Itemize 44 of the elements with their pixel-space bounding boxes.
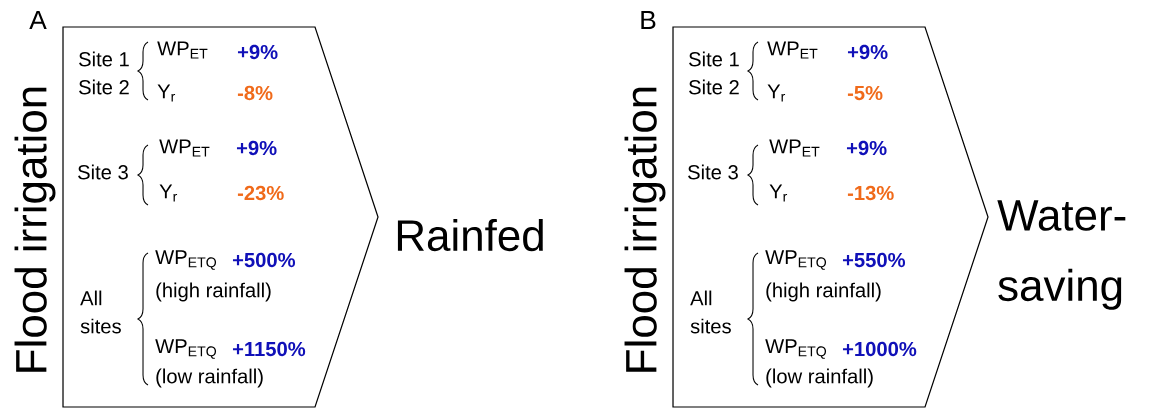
label: Y$_{r}$ bbox=[157, 84, 176, 102]
label: WP$_{ETQ}$ bbox=[765, 250, 827, 270]
label: Site 1 bbox=[689, 51, 739, 67]
label: Site 1 bbox=[79, 51, 129, 67]
label: Y$_{r}$ bbox=[159, 184, 178, 202]
value-label: +9% bbox=[237, 44, 278, 60]
outcome-text: Rainfed bbox=[397, 218, 543, 252]
panel-letter: B bbox=[641, 10, 656, 30]
label: WP$_{ET}$ bbox=[767, 41, 818, 59]
value-label: +9% bbox=[846, 140, 887, 156]
label: Site 3 bbox=[78, 164, 128, 180]
value-label: -13% bbox=[847, 185, 894, 201]
rotated-heading: Flood irrigation bbox=[624, 87, 666, 372]
label: (high rainfall) bbox=[766, 282, 881, 302]
value-label: -23% bbox=[237, 185, 284, 201]
panel-letter: A bbox=[29, 10, 47, 30]
label: WP$_{ETQ}$ bbox=[155, 339, 217, 359]
label: WP$_{ET}$ bbox=[769, 139, 820, 157]
label: Y$_{r}$ bbox=[769, 184, 788, 202]
label: Site 3 bbox=[688, 164, 738, 180]
rotated-heading: Flood irrigation bbox=[14, 87, 56, 372]
label: Site 2 bbox=[689, 79, 739, 95]
label: Y$_{r}$ bbox=[767, 84, 786, 102]
label: WP$_{ET}$ bbox=[159, 139, 210, 157]
label: WP$_{ET}$ bbox=[157, 41, 208, 59]
value-label: -5% bbox=[847, 85, 883, 101]
label: (high rainfall) bbox=[156, 282, 271, 302]
label: WP$_{ETQ}$ bbox=[155, 250, 217, 270]
value-label: -8% bbox=[237, 85, 273, 101]
value-label: +550% bbox=[842, 252, 906, 268]
value-label: +9% bbox=[847, 44, 888, 60]
chevron-box bbox=[672, 26, 989, 408]
label: All sites bbox=[690, 290, 731, 334]
value-label: +1000% bbox=[842, 341, 917, 357]
label: Site 2 bbox=[79, 79, 129, 95]
chevron-box bbox=[62, 26, 379, 408]
value-label: +1150% bbox=[232, 341, 306, 357]
label: (low rainfall) bbox=[156, 368, 263, 388]
value-label: +9% bbox=[236, 140, 277, 156]
label: (low rainfall) bbox=[766, 368, 873, 388]
label: All sites bbox=[80, 290, 121, 334]
value-label: +500% bbox=[232, 252, 296, 268]
outcome-text: Water-saving bbox=[997, 200, 1126, 310]
label: WP$_{ETQ}$ bbox=[765, 339, 827, 359]
